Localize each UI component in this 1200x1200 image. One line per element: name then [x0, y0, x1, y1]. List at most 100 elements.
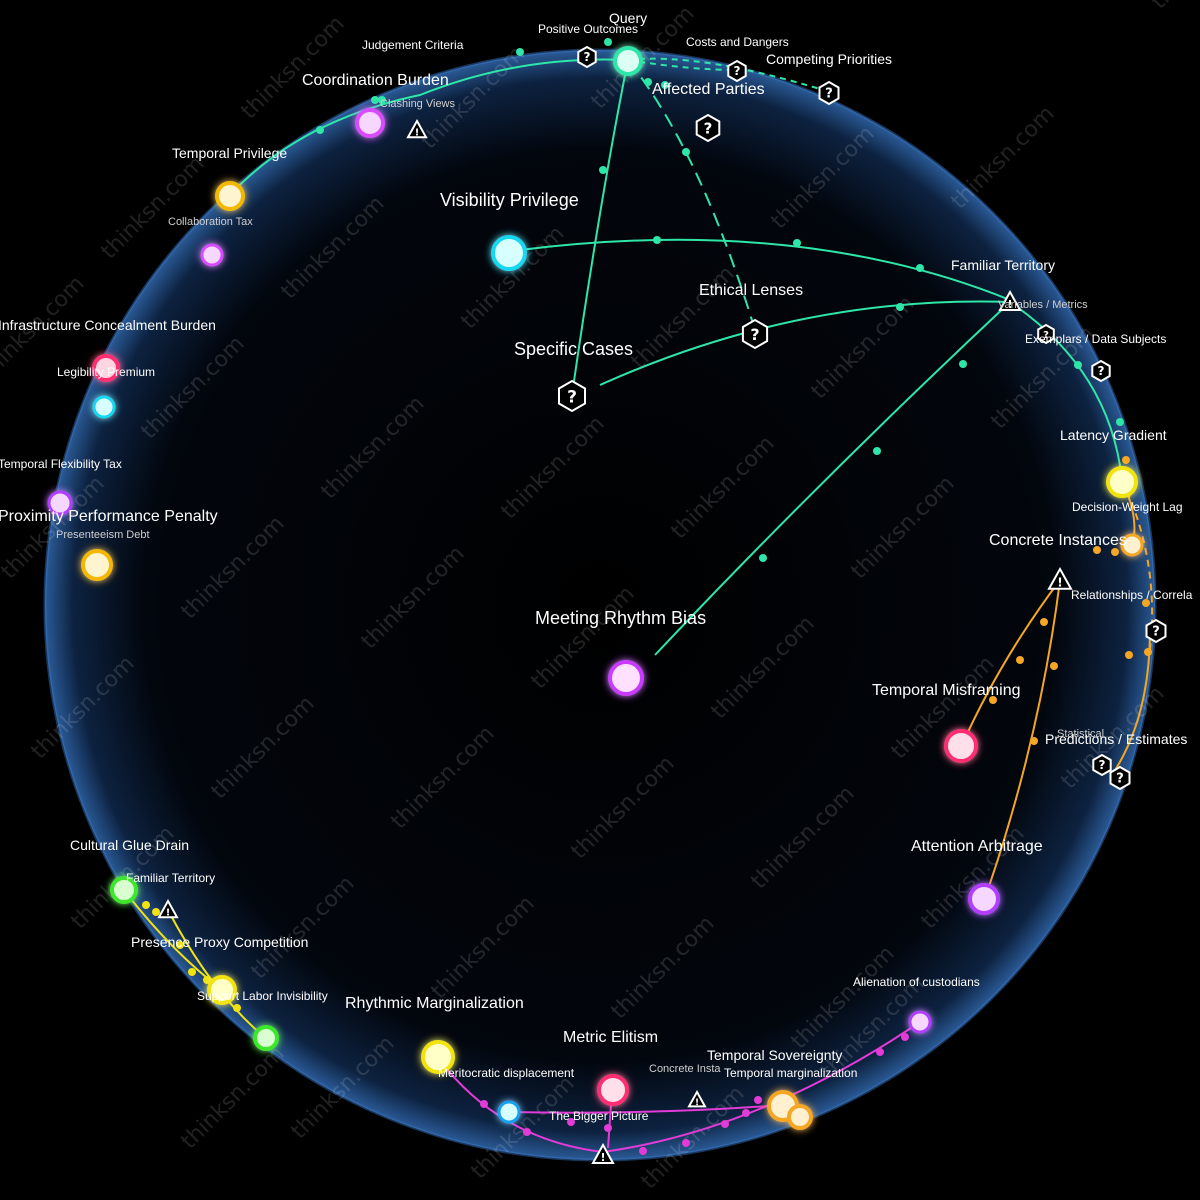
- edge-meritocratic-sovereignty: [509, 1104, 784, 1114]
- svg-text:?: ?: [750, 325, 759, 344]
- node-visibility-privilege[interactable]: [491, 235, 527, 271]
- label-cultural-glue: Cultural Glue Drain: [70, 837, 189, 853]
- node-latency-gradient[interactable]: [1106, 466, 1138, 498]
- warning-triangle-icon[interactable]: !: [998, 289, 1022, 311]
- label-collaboration-tax: Collaboration Tax: [168, 216, 253, 228]
- question-hexagon-icon[interactable]: ?: [727, 59, 747, 83]
- edge-dot: [1122, 456, 1130, 464]
- node-rhythmic-green[interactable]: [253, 1025, 279, 1051]
- warning-triangle-icon[interactable]: !: [687, 1089, 707, 1108]
- labels-layer: Query Positive Outcomes Judgement Criter…: [0, 10, 1193, 1123]
- question-hexagon-icon[interactable]: ?: [1092, 753, 1112, 777]
- label-latency-gradient: Latency Gradient: [1060, 427, 1167, 443]
- question-hexagon-icon[interactable]: ?: [1109, 765, 1131, 791]
- watermark-text: thinksn.com: [177, 1041, 290, 1154]
- edge-dot: [873, 447, 881, 455]
- edge-dot: [653, 236, 661, 244]
- svg-text:?: ?: [1116, 772, 1124, 787]
- node-coordination-burden[interactable]: [355, 108, 385, 138]
- edge-coordination-to-query: [229, 58, 629, 196]
- edge-dot: [682, 1139, 690, 1147]
- edge-dot: [233, 1004, 241, 1012]
- edge-dot: [1142, 599, 1150, 607]
- edge-dot: [644, 78, 652, 86]
- label-temporal-marginalization: Temporal marginalization: [724, 1066, 857, 1080]
- edge-dot: [176, 941, 184, 949]
- warning-triangle-icon[interactable]: !: [1047, 566, 1073, 590]
- node-meeting-rhythm-bias[interactable]: [608, 660, 644, 696]
- label-decision-weight-lag: Decision-Weight Lag: [1072, 500, 1183, 514]
- question-hexagon-icon[interactable]: ?: [1037, 323, 1055, 345]
- node-presenteeism[interactable]: [81, 549, 113, 581]
- svg-text:!: !: [1007, 298, 1012, 311]
- hex-nodes[interactable]: ???????????: [558, 45, 1167, 791]
- node-collaboration-tax[interactable]: [200, 243, 224, 267]
- label-coordination-burden: Coordination Burden: [302, 72, 449, 89]
- warning-triangle-icon[interactable]: !: [591, 1142, 615, 1164]
- label-bigger-picture: The Bigger Picture: [549, 1109, 649, 1123]
- nodes-layer[interactable]: [47, 46, 1144, 1130]
- label-alienation: Alienation of custodians: [853, 975, 980, 989]
- question-hexagon-icon[interactable]: ?: [577, 45, 597, 69]
- sphere-background: [45, 50, 1155, 1160]
- label-infrastructure: Infrastructure Concealment Burden: [0, 317, 216, 333]
- label-competing-priorities: Competing Priorities: [766, 51, 892, 67]
- label-temporal-sovereignty: Temporal Sovereignty: [707, 1047, 842, 1063]
- label-meritocratic: Meritocratic displacement: [438, 1066, 575, 1080]
- node-support-labor[interactable]: [207, 975, 237, 1005]
- label-attention-arbitrage: Attention Arbitrage: [911, 838, 1043, 855]
- label-familiar-territory: Familiar Territory: [951, 257, 1055, 273]
- label-familiar-territory-2: Familiar Territory: [126, 871, 215, 885]
- question-hexagon-icon[interactable]: ?: [1145, 618, 1167, 644]
- edge-dot: [1093, 546, 1101, 554]
- question-hexagon-icon[interactable]: ?: [741, 318, 769, 350]
- edge-dot: [1074, 361, 1082, 369]
- question-hexagon-icon[interactable]: ?: [818, 80, 840, 106]
- node-temporal-privilege[interactable]: [215, 181, 245, 211]
- edge-concrete-misframing: [961, 579, 1061, 746]
- node-rhythmic-marginalization[interactable]: [421, 1040, 455, 1074]
- svg-text:?: ?: [1043, 330, 1049, 341]
- edge-dot: [989, 696, 997, 704]
- edge-dot: [1116, 418, 1124, 426]
- edge-dot: [203, 976, 211, 984]
- node-alienation[interactable]: [908, 1010, 932, 1034]
- node-attention-arbitrage[interactable]: [968, 883, 1000, 915]
- edge-dot: [567, 1118, 575, 1126]
- node-query[interactable]: [613, 46, 643, 76]
- edge-dot: [661, 81, 669, 89]
- warning-triangle-icon[interactable]: !: [157, 898, 179, 918]
- node-temporal-misframing[interactable]: [944, 729, 978, 763]
- label-meeting-rhythm-bias: Meeting Rhythm Bias: [535, 608, 706, 628]
- label-temporal-misframing: Temporal Misframing: [872, 682, 1020, 699]
- node-concrete-instances[interactable]: [1120, 533, 1144, 557]
- edge-dot: [916, 264, 924, 272]
- edge-dot: [599, 166, 607, 174]
- node-temporal-flexibility[interactable]: [47, 490, 73, 516]
- label-exemplars: Exemplars / Data Subjects: [1025, 332, 1166, 346]
- watermark-text: thinksn.com: [947, 101, 1060, 214]
- warning-triangle-icon[interactable]: !: [406, 118, 428, 138]
- svg-text:!: !: [166, 907, 171, 918]
- label-concrete-instances: Concrete Instances: [989, 532, 1127, 549]
- question-hexagon-icon[interactable]: ?: [695, 113, 721, 143]
- node-cultural-glue[interactable]: [110, 876, 138, 904]
- edge-dot: [523, 1128, 531, 1136]
- node-infrastructure[interactable]: [92, 395, 116, 419]
- edge-dot: [1050, 662, 1058, 670]
- warning-nodes[interactable]: !!!!!!: [157, 118, 1073, 1164]
- label-clashing-views: Clashing Views: [380, 98, 456, 110]
- label-costs-dangers: Costs and Dangers: [686, 35, 789, 49]
- watermark-text: thinksn.com: [1147, 0, 1200, 14]
- node-legibility-premium[interactable]: [92, 354, 120, 382]
- label-presenteeism: Presenteeism Debt: [56, 529, 150, 541]
- edge-dot: [1030, 737, 1038, 745]
- node-temporal-sovereignty-2[interactable]: [787, 1104, 813, 1130]
- edge-dot: [604, 38, 612, 46]
- node-meritocratic[interactable]: [497, 1100, 521, 1124]
- node-metric-elitism[interactable]: [597, 1074, 629, 1106]
- edge-query-specific: [571, 59, 629, 396]
- question-hexagon-icon[interactable]: ?: [1091, 359, 1111, 383]
- question-hexagon-icon[interactable]: ?: [558, 379, 586, 413]
